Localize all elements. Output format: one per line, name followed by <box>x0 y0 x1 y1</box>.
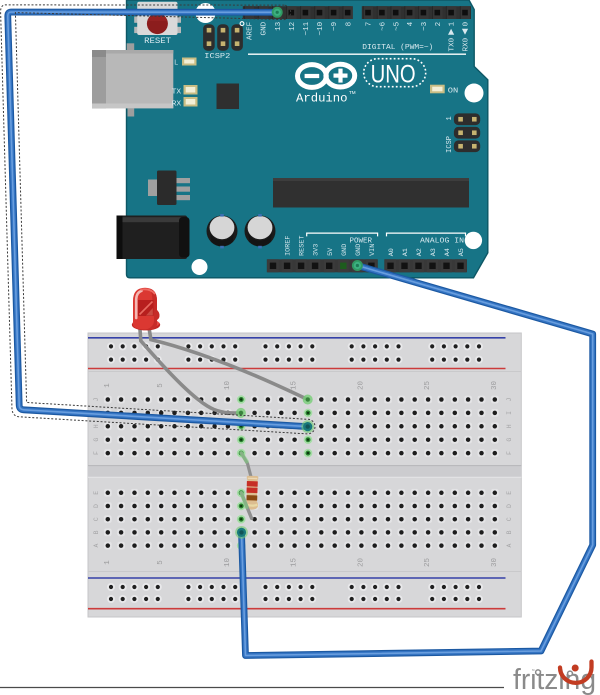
svg-text:F: F <box>506 451 513 455</box>
svg-text:A4: A4 <box>444 248 452 256</box>
svg-text:3V3: 3V3 <box>313 244 321 256</box>
svg-text:VIN: VIN <box>369 244 377 256</box>
svg-text:25: 25 <box>424 558 432 568</box>
svg-text:A0: A0 <box>388 248 396 256</box>
svg-text:TM: TM <box>349 90 356 95</box>
svg-text:15: 15 <box>291 381 299 391</box>
svg-text:B: B <box>506 530 513 534</box>
svg-text:~10: ~10 <box>317 21 325 35</box>
svg-text:1: 1 <box>104 560 112 565</box>
svg-text:TX: TX <box>172 89 182 97</box>
svg-text:D: D <box>93 504 100 508</box>
svg-text:7: 7 <box>366 22 374 27</box>
svg-text:J: J <box>506 397 513 401</box>
svg-text:20: 20 <box>357 558 365 568</box>
svg-text:F: F <box>93 451 100 455</box>
svg-text:A5: A5 <box>458 248 466 256</box>
svg-text:J: J <box>93 397 100 401</box>
svg-text:A3: A3 <box>430 248 438 256</box>
svg-text:~6: ~6 <box>380 21 388 31</box>
svg-text:L: L <box>174 60 178 68</box>
svg-text:0: 0 <box>463 21 471 26</box>
svg-text:A: A <box>506 544 513 548</box>
svg-text:~3: ~3 <box>421 21 429 31</box>
svg-text:15: 15 <box>291 558 299 568</box>
svg-text:25: 25 <box>424 381 432 391</box>
svg-text:30: 30 <box>491 381 499 391</box>
svg-text:B: B <box>93 530 100 534</box>
svg-text:E: E <box>93 491 100 495</box>
svg-text:D: D <box>506 504 513 508</box>
svg-text:ICSP2: ICSP2 <box>204 53 230 61</box>
svg-text:E: E <box>506 491 513 495</box>
svg-text:GND: GND <box>341 244 349 256</box>
svg-text:13: 13 <box>275 21 283 31</box>
svg-text:H: H <box>506 424 513 428</box>
svg-text:Arduino: Arduino <box>296 93 348 106</box>
svg-text:5: 5 <box>157 560 165 565</box>
svg-text:C: C <box>506 517 513 521</box>
svg-text:~9: ~9 <box>331 21 339 31</box>
svg-text:GND: GND <box>355 244 363 256</box>
svg-text:30: 30 <box>491 558 499 568</box>
svg-text:ANALOG IN: ANALOG IN <box>420 237 464 245</box>
svg-text:C: C <box>93 517 100 521</box>
svg-text:1: 1 <box>104 383 112 388</box>
svg-text:POWER: POWER <box>350 237 373 245</box>
svg-text:IOREF: IOREF <box>285 235 293 255</box>
svg-text:RESET: RESET <box>144 38 171 46</box>
svg-text:RESET: RESET <box>299 235 307 255</box>
svg-text:A1: A1 <box>402 248 410 256</box>
svg-text:2: 2 <box>435 21 443 26</box>
svg-text:1: 1 <box>449 21 457 26</box>
svg-text:GND: GND <box>261 21 269 35</box>
svg-text:A2: A2 <box>416 248 424 256</box>
svg-text:4: 4 <box>407 21 415 26</box>
svg-text:10: 10 <box>224 381 232 391</box>
svg-text:8: 8 <box>345 21 353 26</box>
svg-text:H: H <box>93 424 100 428</box>
svg-text:10: 10 <box>224 558 232 568</box>
svg-text:~11: ~11 <box>303 21 311 35</box>
svg-text:A: A <box>93 544 100 548</box>
svg-text:TX0: TX0 <box>449 37 457 51</box>
svg-text:DIGITAL (PWM=~): DIGITAL (PWM=~) <box>362 44 433 52</box>
svg-text:5: 5 <box>157 383 165 388</box>
svg-text:~5: ~5 <box>393 21 401 31</box>
svg-text:G: G <box>93 438 100 442</box>
svg-text:ON: ON <box>448 88 459 96</box>
svg-text:RX: RX <box>172 101 182 109</box>
svg-text:G: G <box>506 438 513 442</box>
svg-text:AREF: AREF <box>247 21 255 40</box>
svg-text:UNO: UNO <box>371 60 416 88</box>
svg-text:12: 12 <box>289 21 297 31</box>
svg-text:1: 1 <box>446 116 454 120</box>
svg-text:20: 20 <box>357 381 365 391</box>
svg-text:5V: 5V <box>327 247 335 256</box>
svg-text:RX0: RX0 <box>463 37 471 51</box>
svg-text:I: I <box>506 411 513 415</box>
svg-text:ICSP: ICSP <box>446 136 454 153</box>
